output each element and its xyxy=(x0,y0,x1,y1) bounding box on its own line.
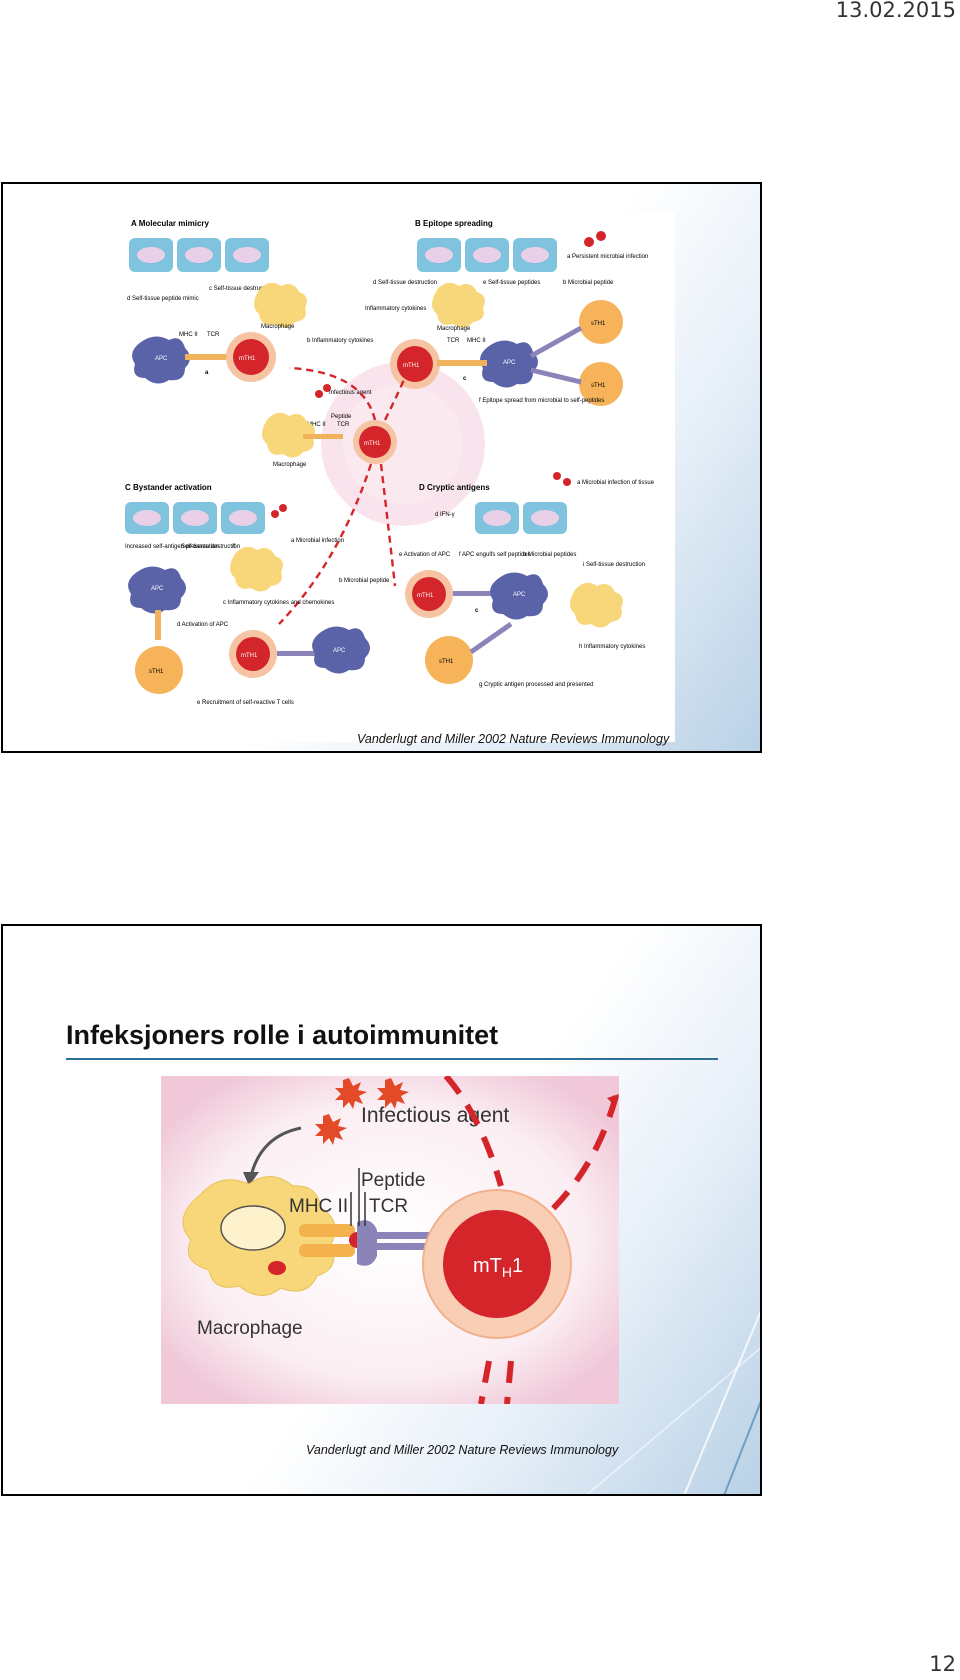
panel-d-label-ifn: d IFN-γ xyxy=(435,512,455,518)
panel-d-label-cryptic: g Cryptic antigen processed and presente… xyxy=(479,682,593,688)
panel-d-label-microbial-peptides: b Microbial peptides xyxy=(523,552,576,558)
panel-d-label-engulfs: f APC engulfs self peptides xyxy=(459,552,531,558)
panel-c-macrophage xyxy=(230,546,283,592)
panel-d-label-sth1: sTH1 xyxy=(439,659,454,665)
panel-c-label-mth1: mTH1 xyxy=(241,653,258,659)
panel-b-title: B Epitope spreading xyxy=(415,219,493,228)
panel-a-label-mhc: MHC II xyxy=(179,332,198,338)
panel-c-label-cytokines: c Inflammatory cytokines and chemokines xyxy=(223,600,334,606)
panel-d-apc xyxy=(490,572,548,620)
panel-a-label-macrophage: Macrophage xyxy=(261,324,295,330)
panel-a-label-apc: APC xyxy=(155,356,168,362)
panel-b-label-sth1-a: sTH1 xyxy=(591,321,606,327)
panel-a-label-peptide-mimic: d Self-tissue peptide mimic xyxy=(127,296,199,302)
center-label-mth1: mTH1 xyxy=(364,441,381,447)
panel-d-label-apc: APC xyxy=(513,592,526,598)
slide-1-citation: Vanderlugt and Miller 2002 Nature Review… xyxy=(357,732,670,746)
center-label-mhc: MHC II xyxy=(307,422,326,428)
panel-c-label-destruction: Self-tissue destruction xyxy=(181,544,240,550)
panel-b-stcell-2 xyxy=(579,362,623,406)
panel-d-stcell xyxy=(425,636,473,684)
mhc-label: MHC II xyxy=(289,1196,348,1217)
panel-c-apc-right xyxy=(312,626,370,674)
panel-c-label-infection: a Microbial infection xyxy=(291,538,344,544)
title-rule xyxy=(66,1058,718,1060)
panel-b-label-self-peptides: e Self-tissue peptides xyxy=(483,280,540,286)
panel-d-label-c: c xyxy=(475,608,479,614)
infectious-agent-activation-figure: Infectious agent Macrophage Pepti xyxy=(161,1076,619,1404)
center-label-tcr: TCR xyxy=(337,422,350,428)
center-macrophage xyxy=(262,412,315,458)
panel-a-macrophage xyxy=(254,282,307,328)
panel-a-label-cytokines: b Inflammatory cytokines xyxy=(307,338,373,344)
panel-a-tissue-cells xyxy=(129,238,269,272)
page-number: 12 xyxy=(929,1652,956,1676)
panel-d-macrophage xyxy=(570,582,623,628)
panel-d-label-activation: e Activation of APC xyxy=(399,552,451,558)
panel-c-label-f: f xyxy=(233,544,236,550)
panel-b-label-cytokines: Inflammatory cytokines xyxy=(365,306,426,312)
panel-b-label-sth1-b: sTH1 xyxy=(591,383,606,389)
panel-c-apc-left xyxy=(128,566,186,614)
panel-d-title: D Cryptic antigens xyxy=(419,483,490,492)
panel-c-stcell xyxy=(135,646,183,694)
macrophage-label: Macrophage xyxy=(197,1318,303,1339)
panel-a-label-mth1: mTH1 xyxy=(239,356,256,362)
mth1-label: mTH1 xyxy=(473,1255,523,1280)
mhc-tcr-complex xyxy=(299,1220,433,1266)
panel-b-stcell-1 xyxy=(579,300,623,344)
panel-d-label-infection: a Microbial infection of tissue xyxy=(577,480,655,486)
center-label-macrophage: Macrophage xyxy=(273,462,307,468)
panel-a-title: A Molecular mimicry xyxy=(131,219,210,228)
panel-c-label-sth1: sTH1 xyxy=(149,669,164,675)
slide-1: A Molecular mimicry d Self-tissue peptid… xyxy=(1,182,762,753)
center-label-peptide: Peptide xyxy=(331,414,352,420)
panel-c-label-increased: Increased self-antigen presentation xyxy=(125,544,219,550)
infectious-agent-label: Infectious agent xyxy=(361,1104,509,1127)
panel-a-label-destruction: c Self-tissue destruction xyxy=(209,286,273,292)
panel-c-label-activation: d Activation of APC xyxy=(177,622,229,628)
panel-b-apc xyxy=(480,340,538,388)
autoimmunity-mechanisms-figure: A Molecular mimicry d Self-tissue peptid… xyxy=(119,212,675,742)
panel-b-label-mth1: mTH1 xyxy=(403,363,420,369)
panel-c-title: C Bystander activation xyxy=(125,483,212,492)
panel-c-label-apc-left: APC xyxy=(151,586,164,592)
panel-d-label-mth1: mTH1 xyxy=(417,593,434,599)
panel-b-label-epitope-spread: f Epitope spread from microbial to self-… xyxy=(479,398,604,404)
page-date: 13.02.2015 xyxy=(835,0,956,22)
dashed-arrows xyxy=(278,366,411,625)
panel-b-label-persistent-infection: a Persistent microbial infection xyxy=(567,254,648,260)
panel-b-label-apc: APC xyxy=(503,360,516,366)
center-label-infectious: Infectious agent xyxy=(329,390,372,396)
panel-a-label-tcr: TCR xyxy=(207,332,220,338)
panel-c-label-peptide: b Microbial peptide xyxy=(339,578,390,584)
uptake-arrow xyxy=(249,1126,302,1177)
macrophage-nucleus xyxy=(220,1205,286,1251)
slide-2-citation: Vanderlugt and Miller 2002 Nature Review… xyxy=(306,1443,619,1457)
slide-2-decor-lines xyxy=(586,1310,760,1494)
panel-d-label-cytokines: h Inflammatory cytokines xyxy=(579,644,645,650)
panel-a-label-a: a xyxy=(205,370,209,376)
panel-c-tissue-cells xyxy=(125,502,265,534)
slide-title: Infeksjoners rolle i autoimmunitet xyxy=(66,1020,499,1050)
panel-b-label-tcr: TCR xyxy=(447,338,460,344)
panel-a-apc xyxy=(132,336,190,384)
panel-d-label-destruction: i Self-tissue destruction xyxy=(583,562,645,568)
panel-b-label-c: c xyxy=(463,376,467,382)
panel-c-label-apc-right: APC xyxy=(333,648,346,654)
panel-d-tissue-cells xyxy=(475,502,567,534)
tcr-label: TCR xyxy=(369,1196,408,1217)
panel-b-label-macrophage: Macrophage xyxy=(437,326,471,332)
panel-b-label-microbial-peptide: b Microbial peptide xyxy=(563,280,614,286)
panel-b-label-destruction: d Self-tissue destruction xyxy=(373,280,437,286)
macrophage-vesicle xyxy=(268,1261,286,1275)
panel-b-tissue-cells xyxy=(417,238,557,272)
slide-2: Infeksjoners rolle i autoimmunitet Infec… xyxy=(1,924,762,1496)
panel-b-macrophage xyxy=(432,282,485,328)
panel-c-label-recruitment: e Recruitment of self-reactive T cells xyxy=(197,700,294,706)
peptide-label: Peptide xyxy=(361,1170,425,1191)
infectious-agent-icon xyxy=(315,1078,409,1145)
panel-b-label-mhc: MHC II xyxy=(467,338,486,344)
